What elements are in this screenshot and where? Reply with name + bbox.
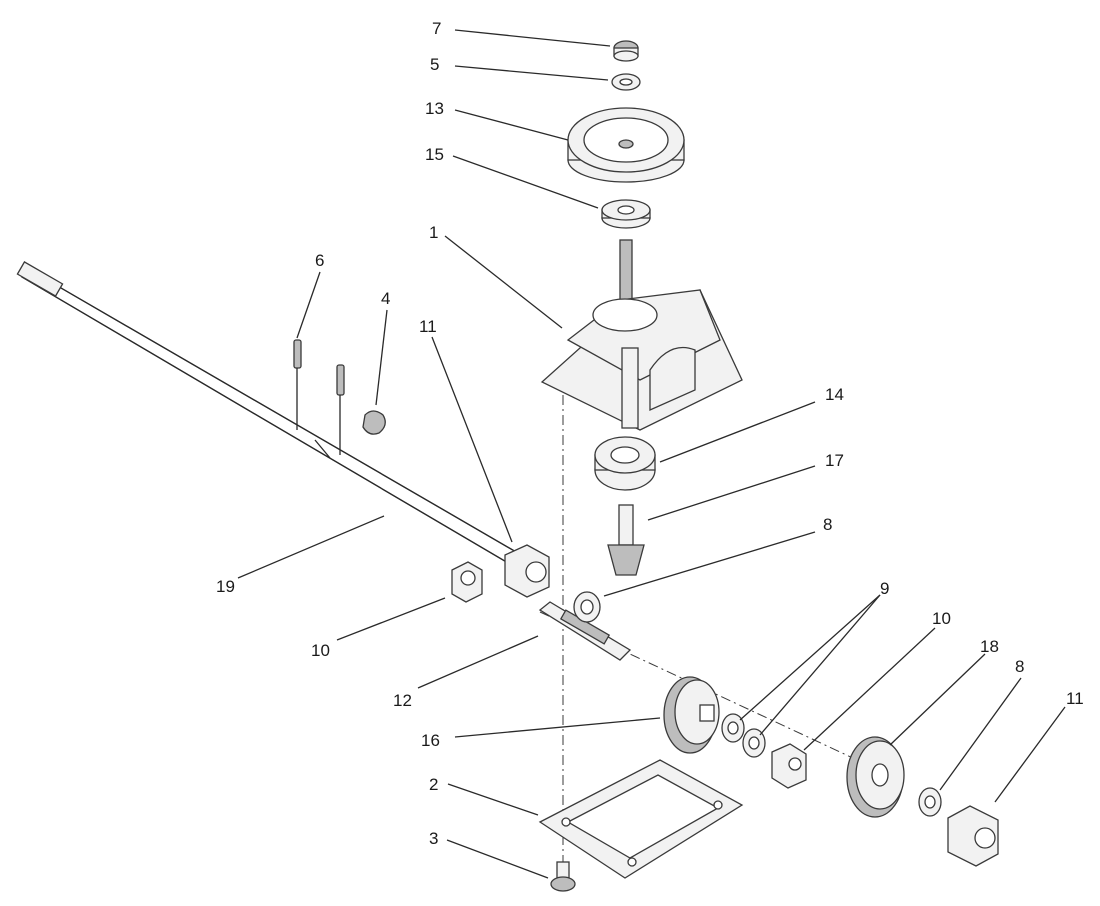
- part-washer-right: [918, 787, 942, 817]
- part-bushing-11-right: [947, 805, 999, 867]
- part-spacer: [601, 199, 651, 229]
- part-lock-washer: [611, 73, 641, 91]
- callout-8: 8: [823, 515, 832, 534]
- callout-8: 8: [1015, 657, 1024, 676]
- callout-13: 13: [425, 99, 444, 118]
- part-key-shaft: [538, 601, 632, 661]
- part-screw: [550, 861, 576, 892]
- callout-5: 5: [430, 55, 439, 74]
- callout-6: 6: [315, 251, 324, 270]
- part-bushing-left: [451, 561, 483, 603]
- callout-labels: 7 5 13 15 1 6 4 11 14 17 8 19 10 9 10 18…: [216, 19, 1084, 848]
- part-bushing-right: [504, 544, 550, 598]
- callout-2: 2: [429, 775, 438, 794]
- part-e-clip: [362, 410, 386, 435]
- callout-18: 18: [980, 637, 999, 656]
- callout-19: 19: [216, 577, 235, 596]
- callout-1: 1: [429, 223, 438, 242]
- callout-4: 4: [381, 289, 390, 308]
- callout-16: 16: [421, 731, 440, 750]
- part-pins: [293, 339, 345, 455]
- part-gear-18: [846, 736, 905, 818]
- part-bearing: [594, 436, 656, 491]
- callout-14: 14: [825, 385, 844, 404]
- part-nut: [613, 40, 639, 62]
- callout-3: 3: [429, 829, 438, 848]
- part-gear-16: [663, 676, 720, 754]
- callout-12: 12: [393, 691, 412, 710]
- part-main-shaft: [16, 261, 532, 571]
- callout-7: 7: [432, 19, 441, 38]
- leader-lines: [237, 29, 1066, 879]
- part-washers-9: [721, 713, 766, 758]
- part-washer-left: [573, 591, 601, 623]
- part-pinion: [607, 504, 645, 576]
- callout-10: 10: [932, 609, 951, 628]
- part-cover-plate: [538, 759, 744, 879]
- part-bushing-10-right: [771, 743, 807, 789]
- part-gear-case: [540, 239, 743, 431]
- callout-15: 15: [425, 145, 444, 164]
- callout-11: 11: [419, 317, 437, 336]
- callout-11: 11: [1066, 689, 1084, 708]
- callout-9: 9: [880, 579, 889, 598]
- callout-17: 17: [825, 451, 844, 470]
- callout-10: 10: [311, 641, 330, 660]
- part-pulley: [567, 107, 685, 183]
